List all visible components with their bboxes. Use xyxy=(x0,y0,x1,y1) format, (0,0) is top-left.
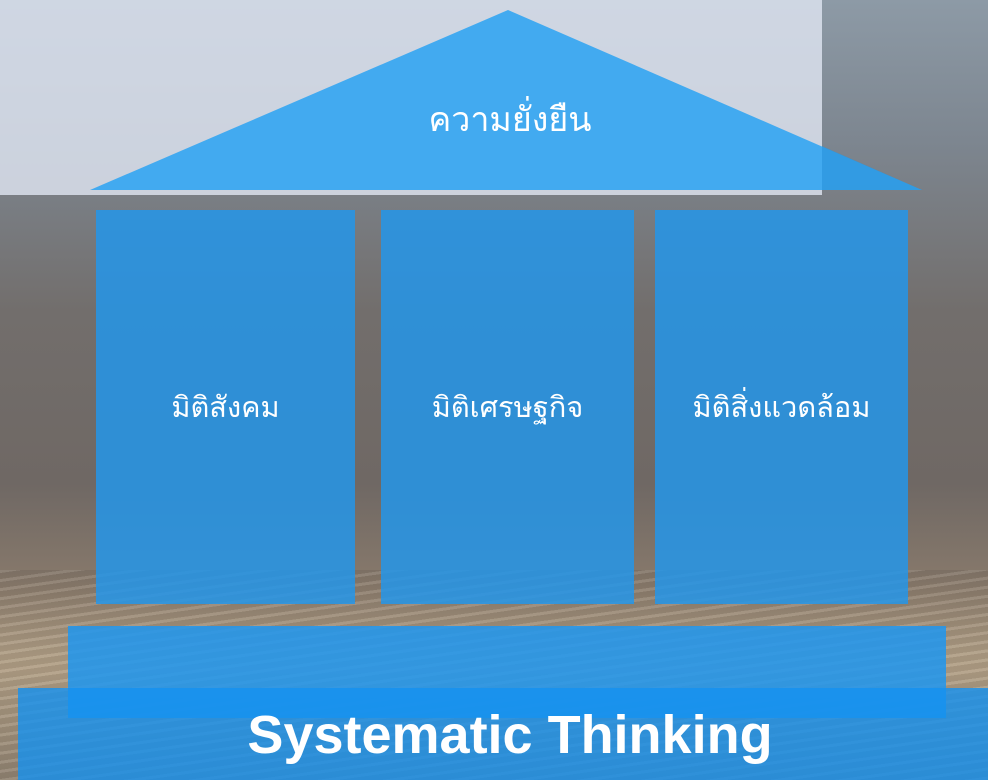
pillar-environment: มิติสิ่งแวดล้อม xyxy=(655,210,908,604)
pillar-economic: มิติเศรษฐกิจ xyxy=(381,210,634,604)
pillar-social: มิติสังคม xyxy=(96,210,355,604)
foundation-label: Systematic Thinking xyxy=(247,705,773,765)
pillar-social-label: มิติสังคม xyxy=(171,390,280,424)
foundation-lower-step xyxy=(18,688,988,780)
pillar-environment-label: มิติสิ่งแวดล้อม xyxy=(692,390,871,424)
pillar-economic-label: มิติเศรษฐกิจ xyxy=(431,390,584,424)
roof-label: ความยั่งยืน xyxy=(428,100,592,140)
roof-triangle xyxy=(90,10,922,190)
